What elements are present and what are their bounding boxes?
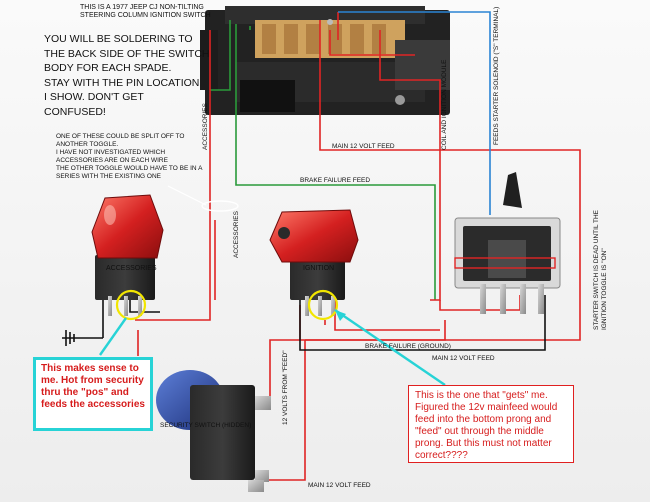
starter-switch[interactable]: [454, 172, 561, 314]
ignition-pin-highlight: [307, 289, 339, 321]
split-note-line-6: SERIES WITH THE EXISTING ONE: [56, 173, 161, 180]
diagram-title: THIS IS A 1977 JEEP CJ NON-TILTING STEER…: [80, 4, 211, 20]
accessories-toggle-switch[interactable]: [91, 194, 164, 316]
label-accessories-switch: ACCESSORIES: [106, 265, 157, 272]
label-brake-failure-ground: BRAKE FAILURE (GROUND): [365, 343, 451, 350]
instructions-line-1: YOU WILL BE SOLDERING TO: [44, 33, 193, 45]
label-starter-note-1: STARTER SWITCH IS DEAD UNTIL THE: [593, 209, 600, 330]
split-arrow: [167, 185, 207, 206]
label-coil-ignition: COIL AND IGNITION MODULE: [441, 59, 448, 150]
label-security-switch: SECURITY SWITCH (HIDDEN): [160, 422, 251, 429]
label-main-feed-bottom: MAIN 12 VOLT FEED: [308, 482, 371, 489]
label-main-feed-right: MAIN 12 VOLT FEED: [432, 355, 495, 362]
left-callout-text: This makes sense to me. Hot from securit…: [41, 363, 145, 410]
label-12v-from-feed: 12 VOLTS FROM "FEED": [282, 350, 289, 425]
accessories-pin-highlight: [115, 289, 147, 321]
label-ignition-switch: IGNITION: [303, 265, 334, 272]
split-note-block: ONE OF THESE COULD BE SPLIT OFF TO ANOTH…: [56, 133, 202, 181]
split-note-line-5: THE OTHER TOGGLE WOULD HAVE TO BE IN A: [56, 165, 203, 172]
label-brake-failure-feed: BRAKE FAILURE FEED: [300, 177, 370, 184]
instructions-line-4: STAY WITH THE PIN LOCATION: [44, 76, 200, 89]
label-starter-solenoid: FEEDS STARTER SOLENOID ("S" TERMINAL): [493, 7, 500, 145]
split-note-line-2: ANOTHER TOGGLE.: [56, 141, 119, 148]
label-accessories-mid: ACCESSORIES: [233, 210, 240, 258]
wire-black: [62, 295, 546, 351]
instructions-block: YOU WILL BE SOLDERING TO THE BACK SIDE O…: [44, 32, 210, 119]
split-ellipse: [201, 200, 239, 212]
right-callout-box: This is the one that "gets" me. Figured …: [408, 385, 574, 463]
left-callout-box: This makes sense to me. Hot from securit…: [33, 357, 153, 431]
label-starter-note-2: IGNITION TOGGLE IS "ON": [601, 248, 608, 330]
wire-blue: [338, 11, 491, 215]
right-callout-arrowhead: [335, 310, 346, 321]
instructions-line-3: BODY FOR EACH SPADE.: [44, 62, 172, 74]
instructions-line-2: THE BACK SIDE OF THE SWITCH: [44, 47, 210, 60]
wire-green: [210, 20, 436, 300]
split-note-line-3: I HAVE NOT INVESTIGATED WHICH: [56, 149, 166, 156]
ignition-toggle-switch[interactable]: [269, 209, 359, 316]
title-line-1: THIS IS A 1977 JEEP CJ NON-TILTING: [80, 4, 204, 11]
right-callout-text: This is the one that "gets" me. Figured …: [415, 390, 558, 461]
ignition-switch-body: [200, 6, 450, 115]
instructions-line-6: CONFUSED!: [44, 105, 106, 118]
title-line-2: STEERING COLUMN IGNITION SWITCH: [80, 12, 211, 19]
instructions-line-5: I SHOW. DON'T GET: [44, 91, 144, 103]
left-callout-pointer: [99, 317, 127, 356]
right-callout-pointer: [334, 309, 446, 386]
split-note-line-4: ACCESSORIES ARE ON EACH WIRE: [56, 157, 168, 164]
label-accessories-upper: ACCESSORIES: [202, 102, 209, 150]
label-main-feed-top: MAIN 12 VOLT FEED: [332, 143, 395, 150]
security-toggle-switch[interactable]: [156, 370, 271, 492]
split-note-line-1: ONE OF THESE COULD BE SPLIT OFF TO: [56, 133, 185, 140]
